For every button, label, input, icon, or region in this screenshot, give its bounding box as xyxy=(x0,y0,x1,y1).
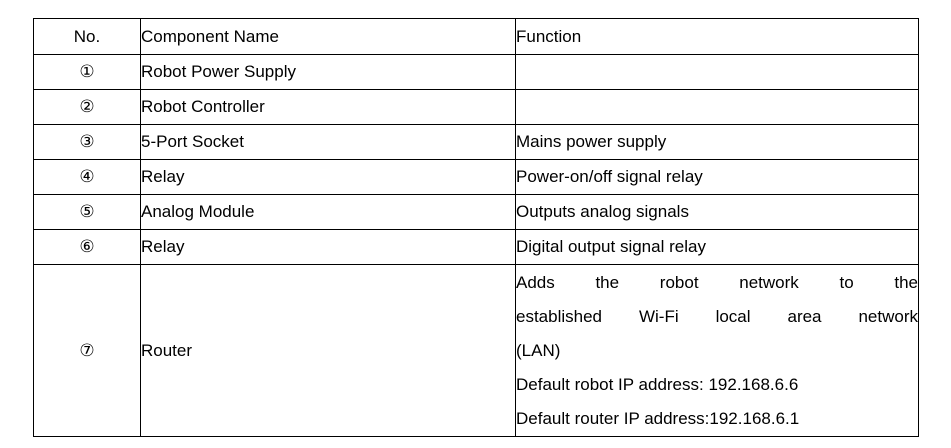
component-name-1: Robot Power Supply xyxy=(140,54,516,90)
component-function-table: No. Component Name Function ① Robot Powe… xyxy=(33,18,919,437)
table-row: ② Robot Controller xyxy=(33,89,919,125)
function-5: Outputs analog signals xyxy=(515,194,919,230)
circled-number-2: ② xyxy=(79,97,95,117)
table-header-row: No. Component Name Function xyxy=(33,18,919,55)
function-4: Power-on/off signal relay xyxy=(515,159,919,195)
component-name-7: Router xyxy=(140,264,516,437)
function-7-line-2: established Wi-Fi local area network xyxy=(516,306,918,326)
function-7-line-4: Default robot IP address: 192.168.6.6 xyxy=(516,374,799,394)
circled-number-3: ③ xyxy=(79,132,95,152)
row-number-7: ⑦ xyxy=(33,264,141,437)
function-3: Mains power supply xyxy=(515,124,919,160)
circled-number-5: ⑤ xyxy=(79,202,95,222)
row-number-1: ① xyxy=(33,54,141,90)
function-1 xyxy=(515,54,919,90)
circled-number-1: ① xyxy=(79,62,95,82)
table-row: ⑦ Router Adds the robot network to the e… xyxy=(33,264,919,437)
function-7-text: Adds the robot network to the establishe… xyxy=(516,266,918,436)
row-number-6: ⑥ xyxy=(33,229,141,265)
row-number-5: ⑤ xyxy=(33,194,141,230)
component-name-6: Relay xyxy=(140,229,516,265)
table-row: ⑤ Analog Module Outputs analog signals xyxy=(33,194,919,230)
row-number-2: ② xyxy=(33,89,141,125)
table-row: ④ Relay Power-on/off signal relay xyxy=(33,159,919,195)
function-7-line-5: Default router IP address:192.168.6.1 xyxy=(516,408,800,428)
table-row: ⑥ Relay Digital output signal relay xyxy=(33,229,919,265)
function-2 xyxy=(515,89,919,125)
component-name-4: Relay xyxy=(140,159,516,195)
column-header-component-name: Component Name xyxy=(140,18,516,55)
function-7: Adds the robot network to the establishe… xyxy=(515,264,919,437)
table-row: ③ 5-Port Socket Mains power supply xyxy=(33,124,919,160)
circled-number-4: ④ xyxy=(79,167,95,187)
circled-number-7: ⑦ xyxy=(79,340,95,361)
row-number-3: ③ xyxy=(33,124,141,160)
function-6: Digital output signal relay xyxy=(515,229,919,265)
component-name-5: Analog Module xyxy=(140,194,516,230)
column-header-no: No. xyxy=(33,18,141,55)
component-name-2: Robot Controller xyxy=(140,89,516,125)
component-name-3: 5-Port Socket xyxy=(140,124,516,160)
column-header-function: Function xyxy=(515,18,919,55)
circled-number-6: ⑥ xyxy=(79,237,95,257)
function-7-line-3: (LAN) xyxy=(516,340,561,360)
function-7-line-1: Adds the robot network to the xyxy=(516,272,918,292)
row-number-4: ④ xyxy=(33,159,141,195)
table-row: ① Robot Power Supply xyxy=(33,54,919,90)
